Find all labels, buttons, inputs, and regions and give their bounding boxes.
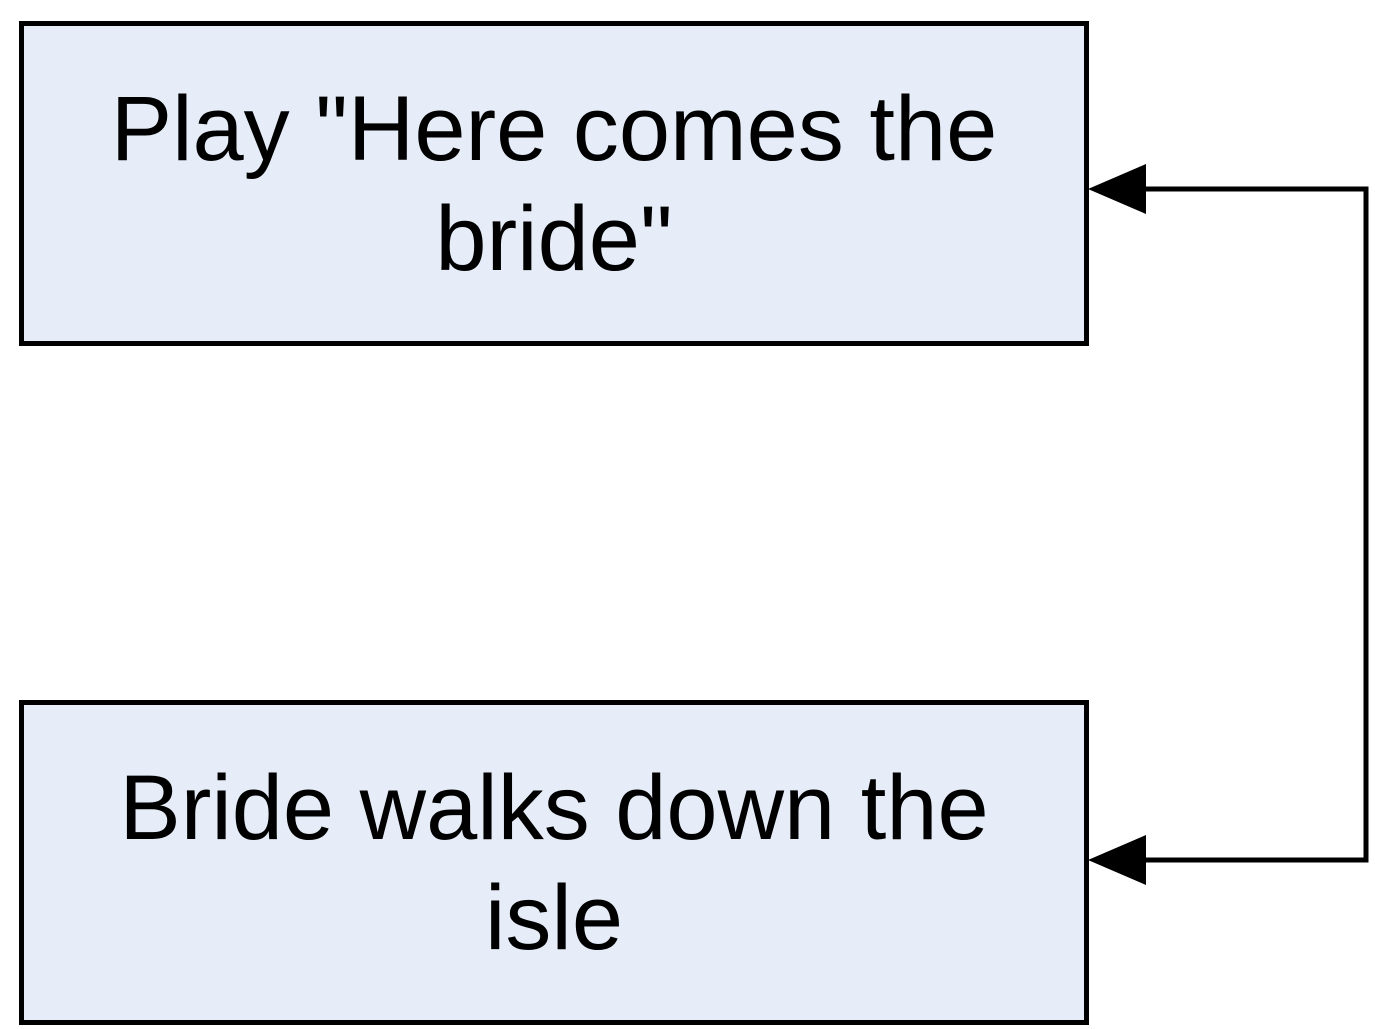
node-bride-walks-label: Bride walks down the isle bbox=[119, 756, 989, 969]
arrowhead-bottom-icon bbox=[1088, 835, 1146, 885]
arrowhead-top-icon bbox=[1088, 164, 1146, 214]
node-play-music: Play "Here comes the bride" bbox=[19, 21, 1089, 346]
node-bride-walks: Bride walks down the isle bbox=[19, 700, 1089, 1025]
node-play-music-label: Play "Here comes the bride" bbox=[110, 77, 998, 290]
connector-line bbox=[1140, 186, 1369, 863]
